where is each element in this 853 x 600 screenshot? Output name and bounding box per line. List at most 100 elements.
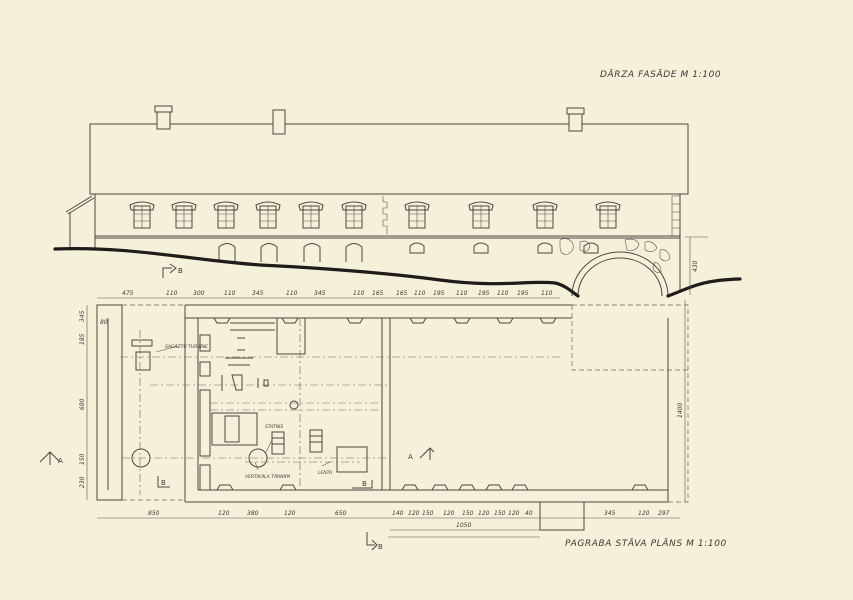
arched-opening (218, 243, 236, 262)
dimension-label: 120 (478, 510, 490, 517)
window (129, 201, 155, 229)
left-dimensions: 345 185 690 150 230 (79, 310, 86, 488)
plan-title: PAGRABA STĀVA PLĀNS M 1:100 (565, 538, 727, 549)
dimension-label: 300 (193, 290, 205, 297)
dimension-label: 185 (79, 333, 86, 345)
basement-plan: SAGĀZTU TURBĪNE STATNIS VERTIKĀLA TĀRNIP… (39, 263, 689, 551)
dimension-label: 650 (335, 510, 347, 517)
window (213, 201, 239, 229)
chimney (566, 107, 585, 132)
window-niche (453, 317, 471, 324)
dimension-label: 297 (658, 510, 670, 517)
dimension-label: 120 (408, 510, 420, 517)
dimension-label: 110 (541, 290, 553, 297)
window-niche (631, 484, 649, 491)
dimension-label: 120 (638, 510, 650, 517)
window-niche (213, 317, 231, 324)
window-niche (216, 484, 234, 491)
stone-arch (559, 238, 671, 297)
dimension-label: 120 (284, 510, 296, 517)
left-small-dim: 80 (100, 319, 108, 326)
dimension-label: 195 (433, 290, 445, 297)
window-piers (213, 317, 649, 491)
ground-line (666, 277, 742, 298)
dimension-label: 195 (478, 290, 490, 297)
window (532, 201, 558, 229)
lower-windows (218, 242, 599, 262)
dimension-label: 345 (252, 290, 264, 297)
window-niche (409, 317, 427, 324)
window-niche (458, 484, 476, 491)
dimension-label: 110 (497, 290, 509, 297)
dimension-label: 150 (79, 453, 86, 465)
window (341, 201, 367, 229)
dimension-label: 110 (353, 290, 365, 297)
dimension-label: 345 (604, 510, 616, 517)
dimension-label: 345 (79, 310, 86, 322)
basement-window (583, 242, 599, 254)
label-vertical: VERTIKĀLA TĀRNIPA (245, 473, 290, 480)
dimension-label: 120 (218, 510, 230, 517)
label-turbine: SAGĀZTU TURBĪNE (165, 343, 208, 350)
dashed-outline (122, 304, 689, 503)
dimension-label: 230 (79, 476, 86, 488)
section-marker-b: B (157, 476, 170, 488)
window-niche (485, 484, 503, 491)
dimension-label: 140 (392, 510, 404, 517)
facade-elevation: 430 (53, 105, 742, 298)
dimension-label: 150 (462, 510, 474, 517)
window (298, 201, 324, 229)
chimney (272, 109, 286, 135)
label-lenta: LENTA (318, 470, 332, 476)
dimension-label: 850 (148, 510, 160, 517)
window-niche (401, 484, 419, 491)
basement-window (537, 242, 553, 254)
arched-opening (303, 243, 321, 262)
dimension-label: 150 (494, 510, 506, 517)
quoins (382, 196, 388, 234)
section-marker-b: B (162, 263, 183, 278)
dimension-label: 40 (525, 510, 533, 517)
dimension-label: 110 (166, 290, 178, 297)
facade-height-dim: 430 (692, 260, 699, 272)
arched-opening (345, 243, 363, 262)
dimension-label: 380 (247, 510, 259, 517)
partition-wall (381, 318, 391, 490)
upper-windows (129, 201, 621, 229)
dimension-label: 120 (508, 510, 520, 517)
main-walls (184, 304, 669, 503)
basement-window (473, 242, 489, 254)
roof (89, 123, 689, 195)
chimney (154, 105, 173, 130)
dimension-label: 690 (79, 398, 86, 410)
svg-text:B: B (178, 267, 183, 275)
svg-text:B: B (362, 480, 367, 488)
window-niche (539, 317, 557, 324)
dimension-label: 110 (224, 290, 236, 297)
svg-text:A: A (408, 453, 413, 461)
entrance (539, 501, 585, 531)
basement-window (409, 242, 425, 254)
window (468, 201, 494, 229)
dimension-label: 165 (396, 290, 408, 297)
ground-line (53, 247, 580, 298)
window (171, 201, 197, 229)
lean-to (65, 195, 95, 250)
dimension-label: 150 (422, 510, 434, 517)
total-dim: 1050 (456, 522, 471, 529)
window-niche (281, 317, 299, 324)
facade-title: DĀRZA FASĀDE M 1:100 (600, 69, 721, 80)
svg-text:B: B (378, 543, 383, 551)
section-marker-b: B (366, 532, 383, 551)
dimension-label: 475 (122, 290, 134, 297)
window (595, 201, 621, 229)
right-dim: 1400 (677, 403, 684, 418)
window-niche (431, 484, 449, 491)
section-marker-a: A (408, 447, 435, 461)
section-marker-a: A (39, 451, 63, 465)
section-marker-b: B (352, 480, 373, 489)
window-niche (496, 317, 514, 324)
